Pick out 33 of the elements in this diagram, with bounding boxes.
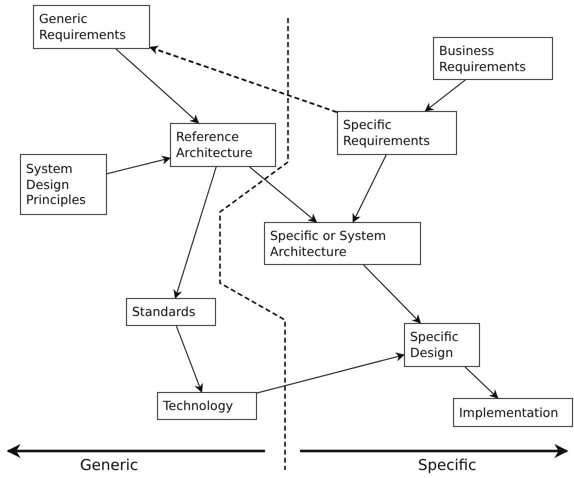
arrow [464, 366, 498, 399]
arrow [173, 166, 217, 299]
process-box [404, 323, 480, 367]
box-label: Technology [163, 398, 234, 414]
process-box [433, 37, 553, 80]
arrow [249, 166, 318, 223]
box-label: Reference Architecture [176, 129, 254, 161]
arrow [116, 48, 200, 124]
box-label: Implementation [459, 404, 560, 420]
box-label: Specific Requirements [343, 117, 431, 149]
box-label: Business Requirements [439, 42, 527, 74]
process-box [264, 222, 421, 265]
process-box [170, 123, 276, 167]
process-box [157, 392, 257, 420]
process-box [337, 111, 457, 155]
arrow [424, 80, 466, 112]
box-label: Specific Design [410, 329, 460, 361]
arrow [149, 46, 338, 114]
box-label: Generic Requirements [39, 11, 127, 43]
box-label: System Design Principles [26, 161, 87, 208]
arrow [256, 352, 405, 394]
axis-label: Specific [418, 456, 476, 474]
process-box [20, 154, 107, 215]
arrow [352, 154, 387, 223]
process-box [33, 5, 150, 49]
box-label: Standards [132, 304, 196, 320]
box-label: Specific or System Architecture [270, 228, 387, 260]
arrow [106, 156, 171, 174]
axis-label: Generic [80, 456, 138, 474]
process-box [126, 298, 216, 326]
arrow [176, 326, 203, 393]
arrow [363, 264, 422, 324]
process-box [453, 398, 573, 427]
